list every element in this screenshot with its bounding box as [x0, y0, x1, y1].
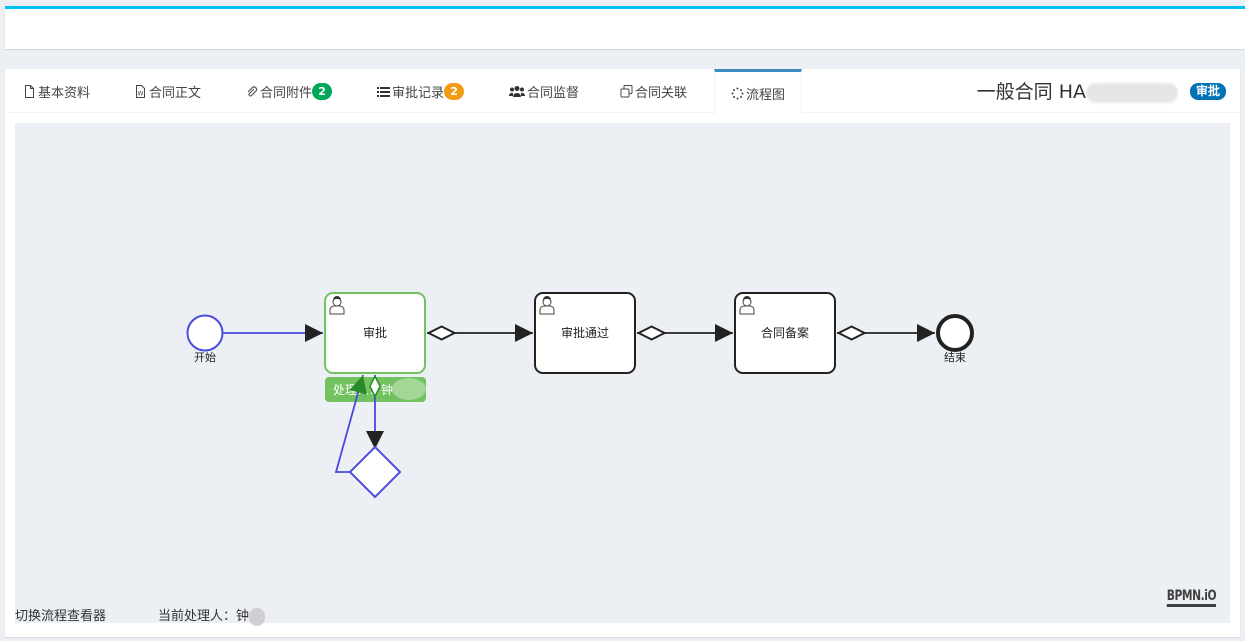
user-task-icon [539, 296, 555, 315]
start-event-label: 开始 [194, 350, 216, 364]
start-event[interactable] [186, 314, 224, 352]
task-label: 合同备案 [761, 325, 809, 340]
current-handler: 当前处理人：钟 [158, 605, 266, 626]
contract-title: 一般合同 HA [977, 77, 1178, 104]
file-icon [25, 84, 34, 98]
tab-bar: 基本资料 W 合同正文 合同附件 2 审批记录 2 合同监督 合同关联 流程图 [5, 69, 1240, 114]
tab-related[interactable]: 合同关联 [620, 69, 687, 113]
tab-contract-text[interactable]: W 合同正文 [134, 69, 201, 113]
tab-label: 合同附件 [260, 85, 313, 101]
handler-overlay-text: 处理人：钟 [333, 382, 393, 397]
task-approved[interactable]: 审批通过 [534, 292, 636, 374]
tab-attachments[interactable]: 合同附件 2 [245, 69, 333, 113]
contract-panel: 基本资料 W 合同正文 合同附件 2 审批记录 2 合同监督 合同关联 流程图 [5, 69, 1240, 637]
users-icon [509, 85, 525, 97]
diagram-footer: 切换流程查看器 当前处理人：钟 [15, 605, 266, 626]
exclusive-gateway[interactable] [348, 445, 402, 499]
redacted-contract-number [1086, 82, 1178, 103]
svg-text:W: W [138, 90, 144, 97]
list-icon [377, 86, 390, 97]
end-event[interactable] [936, 314, 974, 352]
word-file-icon: W [136, 84, 145, 98]
top-panel [5, 6, 1245, 49]
task-approval[interactable]: 审批 [324, 292, 426, 374]
tab-flowchart[interactable]: 流程图 [714, 69, 803, 114]
tab-supervision[interactable]: 合同监督 [509, 69, 579, 113]
sequence-flow-loop-back[interactable] [334, 374, 367, 473]
copy-icon [620, 84, 633, 97]
end-event-label: 结束 [944, 351, 966, 364]
bpmn-canvas[interactable]: 开始 审批 处理人：钟 [15, 123, 1230, 623]
task-label: 审批通过 [561, 325, 609, 340]
tab-label: 合同关联 [635, 85, 688, 101]
approval-count-badge: 2 [444, 82, 465, 100]
user-task-icon [329, 296, 345, 315]
paperclip-icon [247, 85, 258, 96]
spinner-icon [731, 87, 744, 99]
task-filing[interactable]: 合同备案 [734, 292, 836, 374]
tab-label: 流程图 [746, 87, 786, 103]
attachment-count-badge: 2 [312, 82, 333, 100]
task-label: 审批 [363, 325, 387, 340]
bpmn-diagram: 开始 审批 处理人：钟 [186, 292, 974, 499]
tab-label: 审批记录 [392, 85, 445, 101]
redacted-handler-name [249, 607, 266, 626]
tab-label: 合同正文 [149, 85, 202, 101]
user-task-icon [739, 296, 755, 315]
tab-label: 基本资料 [38, 85, 91, 101]
status-badge: 审批 [1189, 83, 1226, 100]
tab-approval-records[interactable]: 审批记录 2 [377, 69, 465, 113]
tab-label: 合同监督 [527, 85, 580, 101]
switch-viewer-link[interactable]: 切换流程查看器 [15, 609, 107, 624]
tab-basic-info[interactable]: 基本资料 [23, 69, 90, 113]
bpmn-io-logo[interactable]: BPMN.iO [1166, 589, 1216, 607]
